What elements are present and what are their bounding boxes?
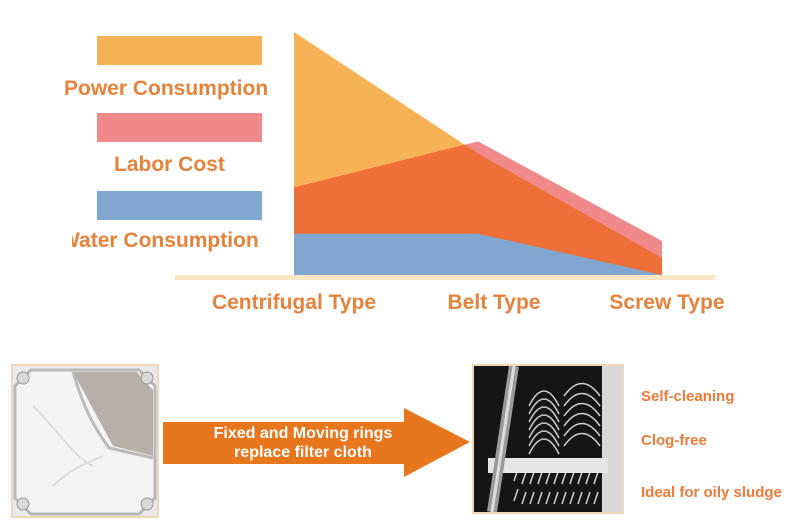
feature-clog-free: Clog-free xyxy=(641,432,707,449)
arrow-caption-line-2: replace filter cloth xyxy=(234,444,372,461)
legend-label-labor: Labor Cost xyxy=(114,153,225,176)
feature-self-cleaning: Self-cleaning xyxy=(641,388,735,405)
x-axis-line xyxy=(175,275,715,280)
legend-label-power: Power Consumption xyxy=(64,77,269,100)
area-water-consumption xyxy=(294,233,662,275)
x-tick-label-screw: Screw Type xyxy=(609,291,725,314)
legend-label-water: Water Consumption xyxy=(60,229,259,252)
arrow-icon xyxy=(163,408,470,477)
legend-swatch-power xyxy=(97,36,262,65)
arrow-caption: Fixed and Moving rings replace filter cl… xyxy=(163,424,443,462)
x-tick-label-belt: Belt Type xyxy=(447,291,541,314)
x-tick-label-centrifugal: Centrifugal Type xyxy=(211,291,377,314)
screw-press-rings-image xyxy=(472,364,624,514)
arrow-caption-line-1: Fixed and Moving rings xyxy=(213,425,393,442)
area-chart xyxy=(175,32,715,280)
legend-swatch-labor xyxy=(97,113,262,142)
feature-oily-sludge: Ideal for oily sludge xyxy=(641,484,782,501)
legend-swatch-water xyxy=(97,191,262,220)
filter-cloth-plate-image xyxy=(11,364,159,518)
